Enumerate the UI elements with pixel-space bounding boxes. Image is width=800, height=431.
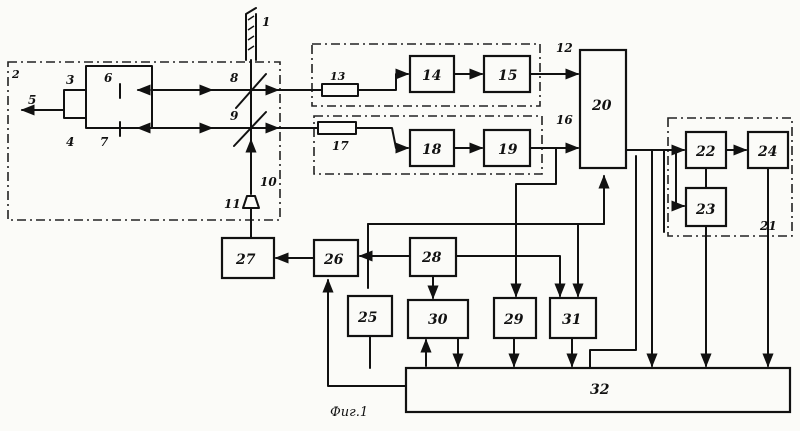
label-31: 31 bbox=[562, 312, 581, 328]
label-17: 17 bbox=[332, 139, 349, 153]
label-24: 24 bbox=[757, 144, 777, 160]
label-8: 8 bbox=[230, 71, 239, 85]
element-17 bbox=[318, 122, 356, 134]
link-28-31 bbox=[456, 256, 560, 296]
label-28: 28 bbox=[421, 250, 442, 266]
label-30: 30 bbox=[428, 312, 448, 328]
tag-1: 1 bbox=[262, 15, 270, 29]
link-19-29 bbox=[516, 148, 556, 296]
label-20: 20 bbox=[591, 98, 612, 114]
bracket-3-4 bbox=[64, 90, 86, 118]
element-13 bbox=[322, 84, 358, 96]
tag-2: 2 bbox=[11, 68, 20, 81]
label-32: 32 bbox=[590, 382, 610, 398]
label-3: 3 bbox=[66, 73, 74, 87]
tag-10: 10 bbox=[260, 175, 277, 189]
label-29: 29 bbox=[503, 312, 524, 328]
label-22: 22 bbox=[695, 144, 716, 160]
label-25: 25 bbox=[357, 310, 377, 326]
label-18: 18 bbox=[422, 142, 442, 158]
tag-11: 11 bbox=[224, 197, 241, 211]
tag-5: 5 bbox=[28, 93, 36, 107]
label-9: 9 bbox=[230, 109, 239, 123]
label-19: 19 bbox=[498, 142, 518, 158]
label-4: 4 bbox=[66, 135, 74, 149]
tag-12: 12 bbox=[556, 41, 573, 55]
source-11 bbox=[243, 196, 259, 208]
label-27: 27 bbox=[235, 252, 256, 268]
label-6: 6 bbox=[104, 71, 113, 85]
label-13: 13 bbox=[330, 70, 346, 83]
tag-21: 21 bbox=[759, 219, 777, 233]
label-7: 7 bbox=[100, 135, 109, 149]
link-13-14 bbox=[358, 74, 408, 90]
figure-caption: Фиг.1 bbox=[330, 405, 368, 420]
label-14: 14 bbox=[422, 68, 441, 84]
link-17-18 bbox=[356, 128, 408, 148]
tag-16: 16 bbox=[556, 113, 573, 127]
label-26: 26 bbox=[323, 252, 344, 268]
label-15: 15 bbox=[498, 68, 517, 84]
element-1 bbox=[246, 8, 256, 60]
label-23: 23 bbox=[695, 202, 716, 218]
link-20-23 bbox=[676, 150, 684, 206]
